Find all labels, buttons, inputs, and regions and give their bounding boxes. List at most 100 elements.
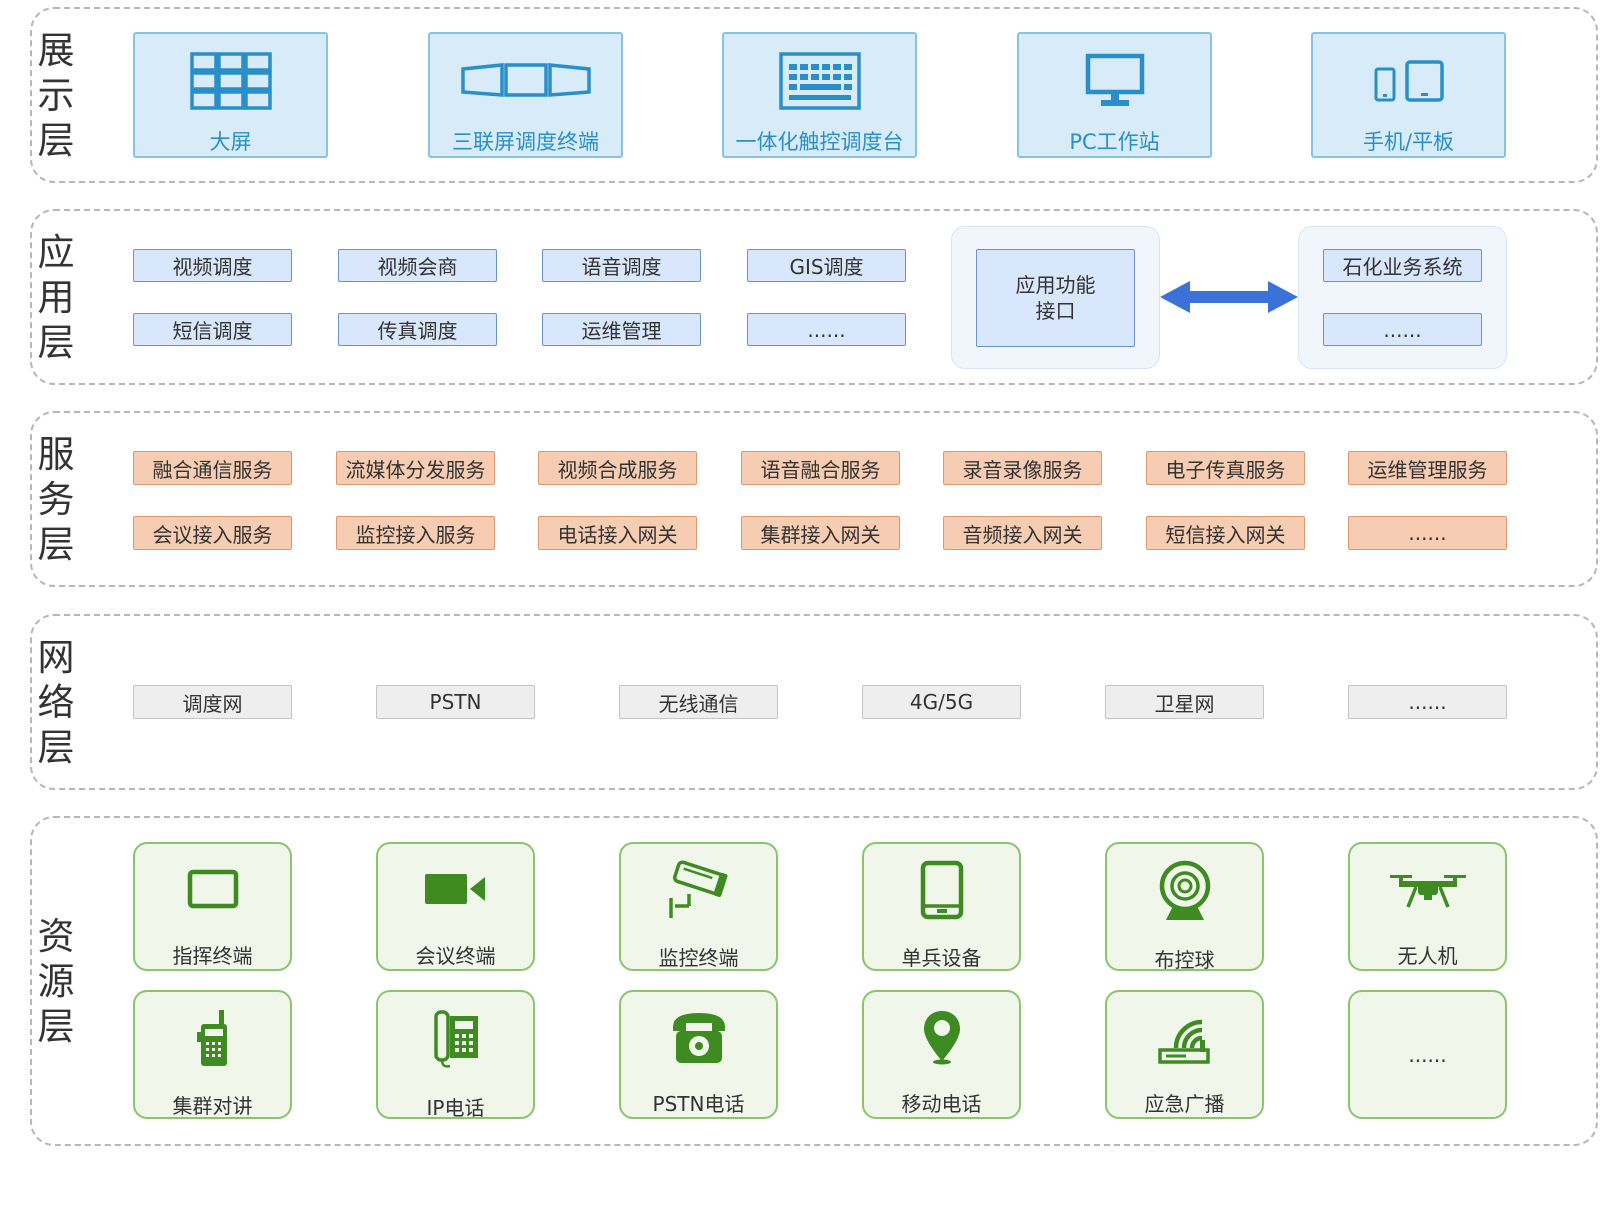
display-item-pc-workstation: PC工作站	[1017, 32, 1212, 158]
resource-item-label: ......	[1408, 1042, 1447, 1067]
application-layer-frame	[30, 209, 1598, 385]
dome-camera-icon	[1158, 860, 1212, 922]
title-char: 网	[37, 635, 75, 679]
resource-item-label: PSTN电话	[652, 1092, 745, 1116]
app-item: GIS调度	[747, 249, 906, 282]
external-system-item: 石化业务系统	[1323, 249, 1482, 282]
service-layer-frame	[30, 411, 1598, 587]
resource-item-label: IP电话	[426, 1096, 485, 1120]
service-item: 音频接入网关	[943, 516, 1102, 550]
service-item: ......	[1348, 516, 1507, 550]
display-layer-frame	[30, 7, 1598, 183]
display-item-label: 手机/平板	[1362, 130, 1455, 154]
application-interface-box: 应用功能 接口	[976, 249, 1135, 347]
external-system-item: ......	[1323, 313, 1482, 346]
resource-item-label: 集群对讲	[172, 1094, 253, 1118]
display-item-phone-tablet: 手机/平板	[1311, 32, 1506, 158]
title-char: 层	[37, 320, 75, 364]
app-item: 语音调度	[542, 249, 701, 282]
title-char: 络	[37, 680, 75, 724]
telephone-icon	[670, 1008, 728, 1066]
network-item: PSTN	[376, 685, 535, 719]
resource-item-conference-terminal: 会议终端	[376, 842, 535, 971]
display-item-touch-console: 一体化触控调度台	[722, 32, 917, 158]
title-char: 层	[37, 522, 75, 566]
display-item-triple-screen: 三联屏调度终端	[428, 32, 623, 158]
resource-item-label: 会议终端	[415, 944, 496, 968]
app-item: 视频调度	[133, 249, 292, 282]
phone-tablet-icon	[1373, 50, 1445, 112]
network-layer-frame	[30, 614, 1598, 790]
drone-icon	[1388, 860, 1468, 918]
service-item: 电子传真服务	[1146, 451, 1305, 485]
title-char: 服	[37, 432, 75, 476]
resource-layer-frame	[30, 816, 1598, 1146]
service-item: 集群接入网关	[741, 516, 900, 550]
service-item: 融合通信服务	[133, 451, 292, 485]
broadcast-icon	[1156, 1008, 1214, 1066]
triple-screen-icon	[460, 50, 592, 112]
title-char: 展	[37, 28, 75, 72]
network-item: 卫星网	[1105, 685, 1264, 719]
service-item: 短信接入网关	[1146, 516, 1305, 550]
title-char: 源	[37, 959, 75, 1003]
service-item: 运维管理服务	[1348, 451, 1507, 485]
service-item: 监控接入服务	[336, 516, 495, 550]
app-item: ......	[747, 313, 906, 346]
display-item-label: 大屏	[209, 130, 252, 154]
resource-item-command-terminal: 指挥终端	[133, 842, 292, 971]
external-system-panel	[1298, 226, 1507, 369]
resource-item-label: 布控球	[1154, 948, 1215, 972]
service-item: 会议接入服务	[133, 516, 292, 550]
network-item: 无线通信	[619, 685, 778, 719]
video-camera-icon	[424, 860, 487, 918]
video-wall-icon	[189, 50, 272, 112]
service-layer-title: 服 务 层	[37, 429, 75, 569]
application-layer-title: 应 用 层	[37, 227, 75, 367]
cctv-camera-icon	[667, 860, 731, 920]
title-char: 层	[37, 725, 75, 769]
network-layer-title: 网 络 层	[37, 632, 75, 772]
display-item-label: 三联屏调度终端	[452, 130, 599, 154]
title-char: 示	[37, 73, 75, 117]
resource-item-label: 无人机	[1397, 944, 1458, 968]
resource-item-drone: 无人机	[1348, 842, 1507, 971]
title-char: 务	[37, 477, 75, 521]
resource-item-label: 监控终端	[658, 946, 739, 970]
service-item: 语音融合服务	[741, 451, 900, 485]
resource-item-individual-device: 单兵设备	[862, 842, 1021, 971]
resource-item-pstn-phone: PSTN电话	[619, 990, 778, 1119]
bidirectional-arrow	[1160, 279, 1298, 315]
resource-item-emergency-broadcast: 应急广播	[1105, 990, 1264, 1119]
service-item: 视频合成服务	[538, 451, 697, 485]
title-char: 资	[37, 914, 75, 958]
resource-item-dome-camera: 布控球	[1105, 842, 1264, 972]
location-pin-icon	[922, 1008, 962, 1066]
ip-phone-icon	[432, 1008, 480, 1070]
title-char: 用	[37, 275, 75, 319]
display-layer-title: 展 示 层	[37, 25, 75, 165]
display-item-label: PC工作站	[1069, 130, 1160, 154]
title-char: 应	[37, 230, 75, 274]
display-item-label: 一体化触控调度台	[735, 130, 904, 154]
resource-layer-title: 资 源 层	[37, 911, 75, 1051]
resource-item-label: 单兵设备	[901, 946, 982, 970]
title-char: 层	[37, 118, 75, 162]
service-item: 流媒体分发服务	[336, 451, 495, 485]
handheld-device-icon	[920, 860, 964, 920]
title-char: 层	[37, 1004, 75, 1048]
resource-item-mobile-phone: 移动电话	[862, 990, 1021, 1119]
resource-item-more: ......	[1348, 990, 1507, 1119]
app-item: 短信调度	[133, 313, 292, 346]
resource-item-ip-phone: IP电话	[376, 990, 535, 1120]
resource-item-trunking-intercom: 集群对讲	[133, 990, 292, 1119]
app-item: 运维管理	[542, 313, 701, 346]
keyboard-console-icon	[778, 50, 861, 112]
network-item: ......	[1348, 685, 1507, 719]
walkie-talkie-icon	[195, 1008, 231, 1068]
resource-item-label: 指挥终端	[172, 944, 253, 968]
network-item: 调度网	[133, 685, 292, 719]
resource-item-monitoring-terminal: 监控终端	[619, 842, 778, 971]
app-item: 视频会商	[338, 249, 497, 282]
network-item: 4G/5G	[862, 685, 1021, 719]
